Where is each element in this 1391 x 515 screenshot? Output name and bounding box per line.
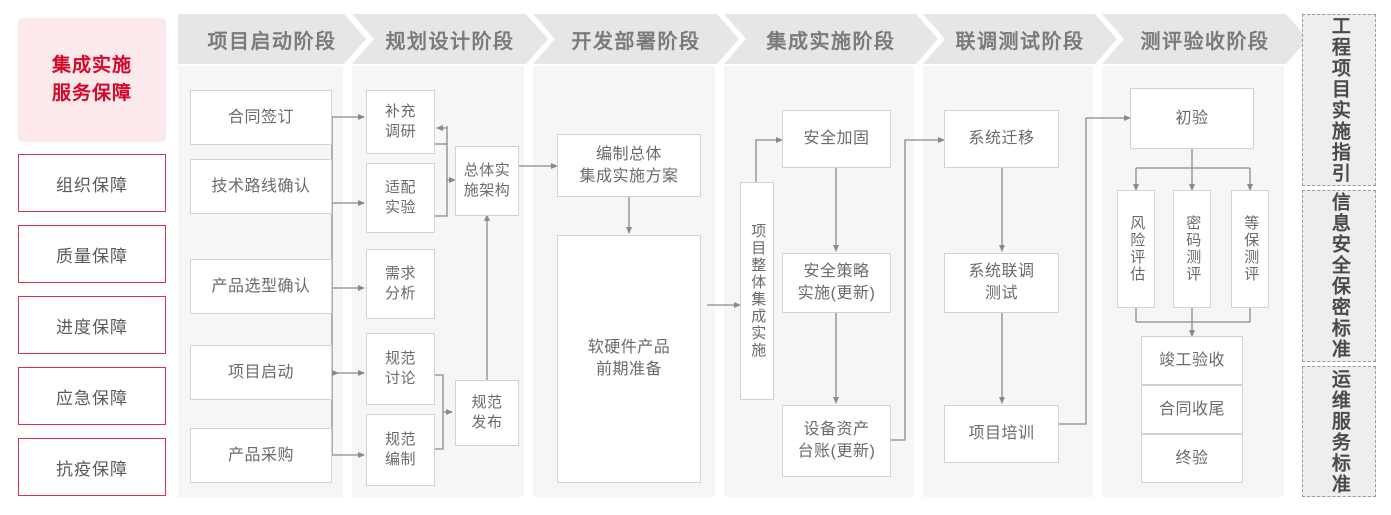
node-adapt-experiment[interactable]: 适配 实验 (366, 163, 435, 233)
node-project-kickoff[interactable]: 项目启动 (190, 345, 332, 400)
guarantee-item-label: 应急保障 (56, 388, 128, 408)
node-supplement-research[interactable]: 补充 调研 (366, 90, 435, 154)
stage-header-joint-test[interactable]: 联调测试阶段 (923, 14, 1117, 64)
standard-label: 运维服务标准 (1328, 368, 1350, 495)
node-requirement-analysis[interactable]: 需求 分析 (366, 249, 435, 319)
node-label: 产品采购 (227, 446, 294, 464)
node-label-line1: 安全策略 (803, 263, 870, 281)
node-crypto-evaluation[interactable]: 密码测评 (1173, 190, 1211, 308)
guarantee-item-schedule[interactable]: 进度保障 (18, 296, 166, 354)
node-product-purchase[interactable]: 产品采购 (190, 428, 332, 483)
node-label-line2: 调研 (384, 123, 416, 140)
node-product-select[interactable]: 产品选型确认 (190, 259, 332, 314)
node-label: 安全加固 (803, 130, 870, 148)
standard-label: 工程项目实施指引 (1328, 16, 1350, 184)
guarantee-item-label: 进度保障 (56, 317, 128, 337)
node-contract-closeout[interactable]: 合同收尾 (1141, 385, 1243, 434)
stage-header-label: 集成实施阶段 (766, 30, 896, 53)
node-label-line2: 编制 (384, 451, 416, 468)
stage-header-label: 联调测试阶段 (955, 30, 1085, 53)
node-label-line2: 分析 (384, 285, 416, 302)
stage-header-plan[interactable]: 规划设计阶段 (352, 14, 548, 64)
node-label-line1: 软硬件产品 (587, 339, 671, 357)
node-final-acceptance[interactable]: 终验 (1141, 434, 1243, 483)
stage-header-start[interactable]: 项目启动阶段 (178, 14, 366, 64)
node-label: 等保测评 (1242, 215, 1260, 283)
node-label: 初验 (1175, 109, 1209, 127)
node-label: 技术路线确认 (211, 177, 311, 195)
node-grade-evaluation[interactable]: 等保测评 (1231, 190, 1269, 308)
stage-header-label: 开发部署阶段 (571, 30, 701, 53)
node-label-line1: 需求 (384, 264, 416, 282)
node-spec-drafting[interactable]: 规范 编制 (366, 414, 435, 486)
guarantee-item-emergency[interactable]: 应急保障 (18, 367, 166, 425)
node-label-line1: 规范 (384, 349, 416, 367)
node-label: 竣工验收 (1158, 351, 1225, 369)
stage-header-acceptance[interactable]: 测评验收阶段 (1102, 14, 1308, 64)
stage-header-label: 测评验收阶段 (1140, 30, 1270, 53)
guarantee-item-label: 组织保障 (56, 175, 128, 195)
node-label-line2: 施架构 (463, 182, 511, 199)
stage-header-label: 规划设计阶段 (385, 30, 515, 53)
node-label: 合同收尾 (1158, 400, 1225, 418)
node-label: 终验 (1175, 449, 1209, 467)
node-overall-architecture[interactable]: 总体实 施架构 (455, 146, 519, 216)
node-system-migration[interactable]: 系统迁移 (944, 110, 1059, 168)
node-label-line2: 集成实施方案 (579, 167, 679, 185)
node-label-line1: 设备资产 (803, 421, 870, 439)
node-label-line1: 规范 (384, 430, 416, 448)
node-hw-sw-prep[interactable]: 软硬件产品 前期准备 (557, 235, 701, 483)
node-compile-plan[interactable]: 编制总体 集成实施方案 (557, 134, 701, 197)
node-label-line1: 适配 (384, 178, 416, 196)
node-label: 风险评估 (1128, 215, 1146, 283)
stage-header-dev[interactable]: 开发部署阶段 (533, 14, 739, 64)
guarantee-item-label: 质量保障 (56, 246, 128, 266)
node-label-line1: 规范 (471, 393, 503, 411)
standard-box-security[interactable]: 信息安全保密标准 (1302, 190, 1376, 362)
node-asset-ledger[interactable]: 设备资产 台账(更新) (782, 405, 891, 477)
node-label-line1: 系统联调 (968, 263, 1035, 281)
node-label: 项目启动 (227, 363, 294, 381)
node-label-line1: 编制总体 (595, 145, 662, 163)
node-spec-release[interactable]: 规范 发布 (455, 380, 519, 446)
node-label-line2: 测试 (984, 285, 1018, 302)
node-label: 合同签订 (227, 108, 294, 126)
node-security-policy[interactable]: 安全策略 实施(更新) (782, 253, 891, 313)
guarantee-hero-line1: 集成实施 (51, 55, 132, 77)
node-label-line2: 前期准备 (595, 361, 662, 378)
node-label-line2: 台账(更新) (797, 443, 876, 460)
node-security-hardening[interactable]: 安全加固 (782, 110, 891, 168)
standard-label: 信息安全保密标准 (1328, 192, 1350, 360)
stage-header-label: 项目启动阶段 (207, 30, 337, 53)
stage-header-integration[interactable]: 集成实施阶段 (724, 14, 938, 64)
guarantee-item-organization[interactable]: 组织保障 (18, 154, 166, 212)
guarantee-hero: 集成实施 服务保障 (18, 18, 166, 142)
node-label: 项目整体集成实施 (749, 223, 767, 359)
node-label: 项目培训 (968, 425, 1035, 443)
guarantee-item-quality[interactable]: 质量保障 (18, 225, 166, 283)
node-label: 产品选型确认 (211, 277, 311, 295)
node-overall-integration[interactable]: 项目整体集成实施 (740, 182, 774, 400)
node-label-line1: 总体实 (463, 161, 511, 179)
node-label-line2: 发布 (471, 414, 503, 431)
node-label-line2: 实验 (384, 199, 416, 216)
node-completion-acceptance[interactable]: 竣工验收 (1141, 336, 1243, 385)
node-joint-test[interactable]: 系统联调 测试 (944, 253, 1059, 313)
node-label-line1: 补充 (384, 102, 416, 120)
node-spec-discussion[interactable]: 规范 讨论 (366, 333, 435, 405)
node-project-training[interactable]: 项目培训 (944, 405, 1059, 463)
node-label-line2: 讨论 (384, 370, 416, 387)
node-label: 密码测评 (1184, 215, 1202, 283)
guarantee-hero-line2: 服务保障 (51, 83, 132, 104)
standard-box-ops[interactable]: 运维服务标准 (1302, 366, 1376, 497)
standard-box-engineering[interactable]: 工程项目实施指引 (1302, 14, 1376, 186)
node-tech-route[interactable]: 技术路线确认 (190, 159, 332, 214)
node-contract-sign[interactable]: 合同签订 (190, 90, 332, 145)
node-risk-assessment[interactable]: 风险评估 (1117, 190, 1155, 308)
node-label-line2: 实施(更新) (797, 285, 876, 302)
node-initial-acceptance[interactable]: 初验 (1130, 88, 1254, 149)
node-label: 系统迁移 (968, 130, 1035, 148)
guarantee-item-label: 抗疫保障 (56, 459, 128, 479)
guarantee-item-epidemic[interactable]: 抗疫保障 (18, 438, 166, 496)
